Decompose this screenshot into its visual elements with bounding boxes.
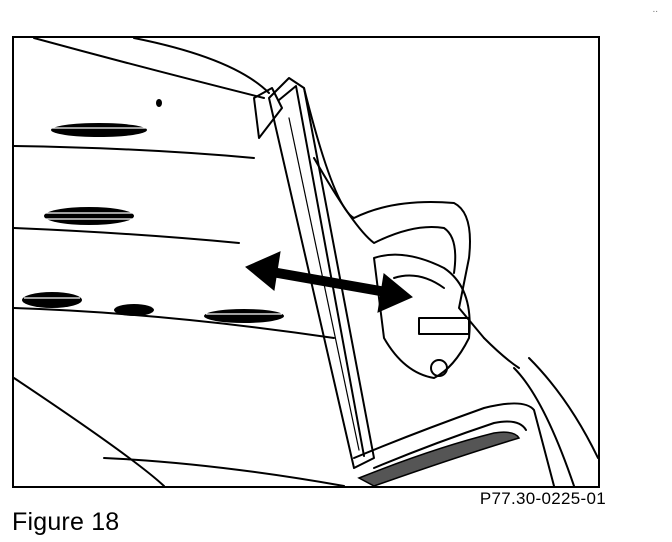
trim-clip: [253, 87, 283, 139]
regulator-clamp: [418, 317, 470, 335]
regulator-arm: [393, 274, 445, 289]
panel-top-contour: [14, 145, 255, 159]
window-regulator: [373, 253, 471, 379]
panel-bottom-curve: [14, 377, 165, 486]
body-pillar-line: [513, 367, 575, 486]
vent-slot-top: [51, 123, 147, 137]
regulator-bolt: [430, 359, 448, 377]
vent-slot-middle: [44, 207, 134, 225]
roof-inner-line: [133, 38, 270, 94]
scan-artifact-dots: ..: [652, 4, 658, 15]
window-seal-strip: [357, 431, 521, 486]
body-pillar-outer: [528, 357, 598, 459]
panel-hole: [156, 99, 162, 107]
floor-edge-line: [103, 457, 345, 486]
vent-slot-right: [204, 309, 284, 323]
vent-slot-small: [114, 304, 154, 316]
arrow-head-left: [245, 251, 281, 291]
figure-caption: Figure 18: [12, 508, 120, 536]
panel-lower-contour: [14, 307, 335, 339]
lower-frame-inner: [373, 420, 527, 469]
door-frame-illustration: [14, 38, 598, 486]
upper-frame-curve: [303, 87, 485, 339]
roof-edge-line: [33, 38, 265, 99]
vent-slots: [22, 99, 284, 323]
rail-inner-edge: [278, 85, 365, 457]
upper-frame-inner: [313, 157, 457, 274]
panel-mid-contour: [14, 227, 240, 244]
pillar-join: [483, 337, 520, 369]
lower-window-frame: [353, 402, 555, 486]
vent-slot-hatching: [24, 127, 282, 315]
arrow-head-right: [377, 273, 413, 313]
window-guide-rail: [268, 77, 375, 469]
vent-slot-left: [22, 292, 82, 308]
illustration-frame: [12, 36, 600, 488]
double-headed-arrow: [245, 251, 413, 313]
figure-reference-code: P77.30-0225-01: [479, 489, 606, 508]
